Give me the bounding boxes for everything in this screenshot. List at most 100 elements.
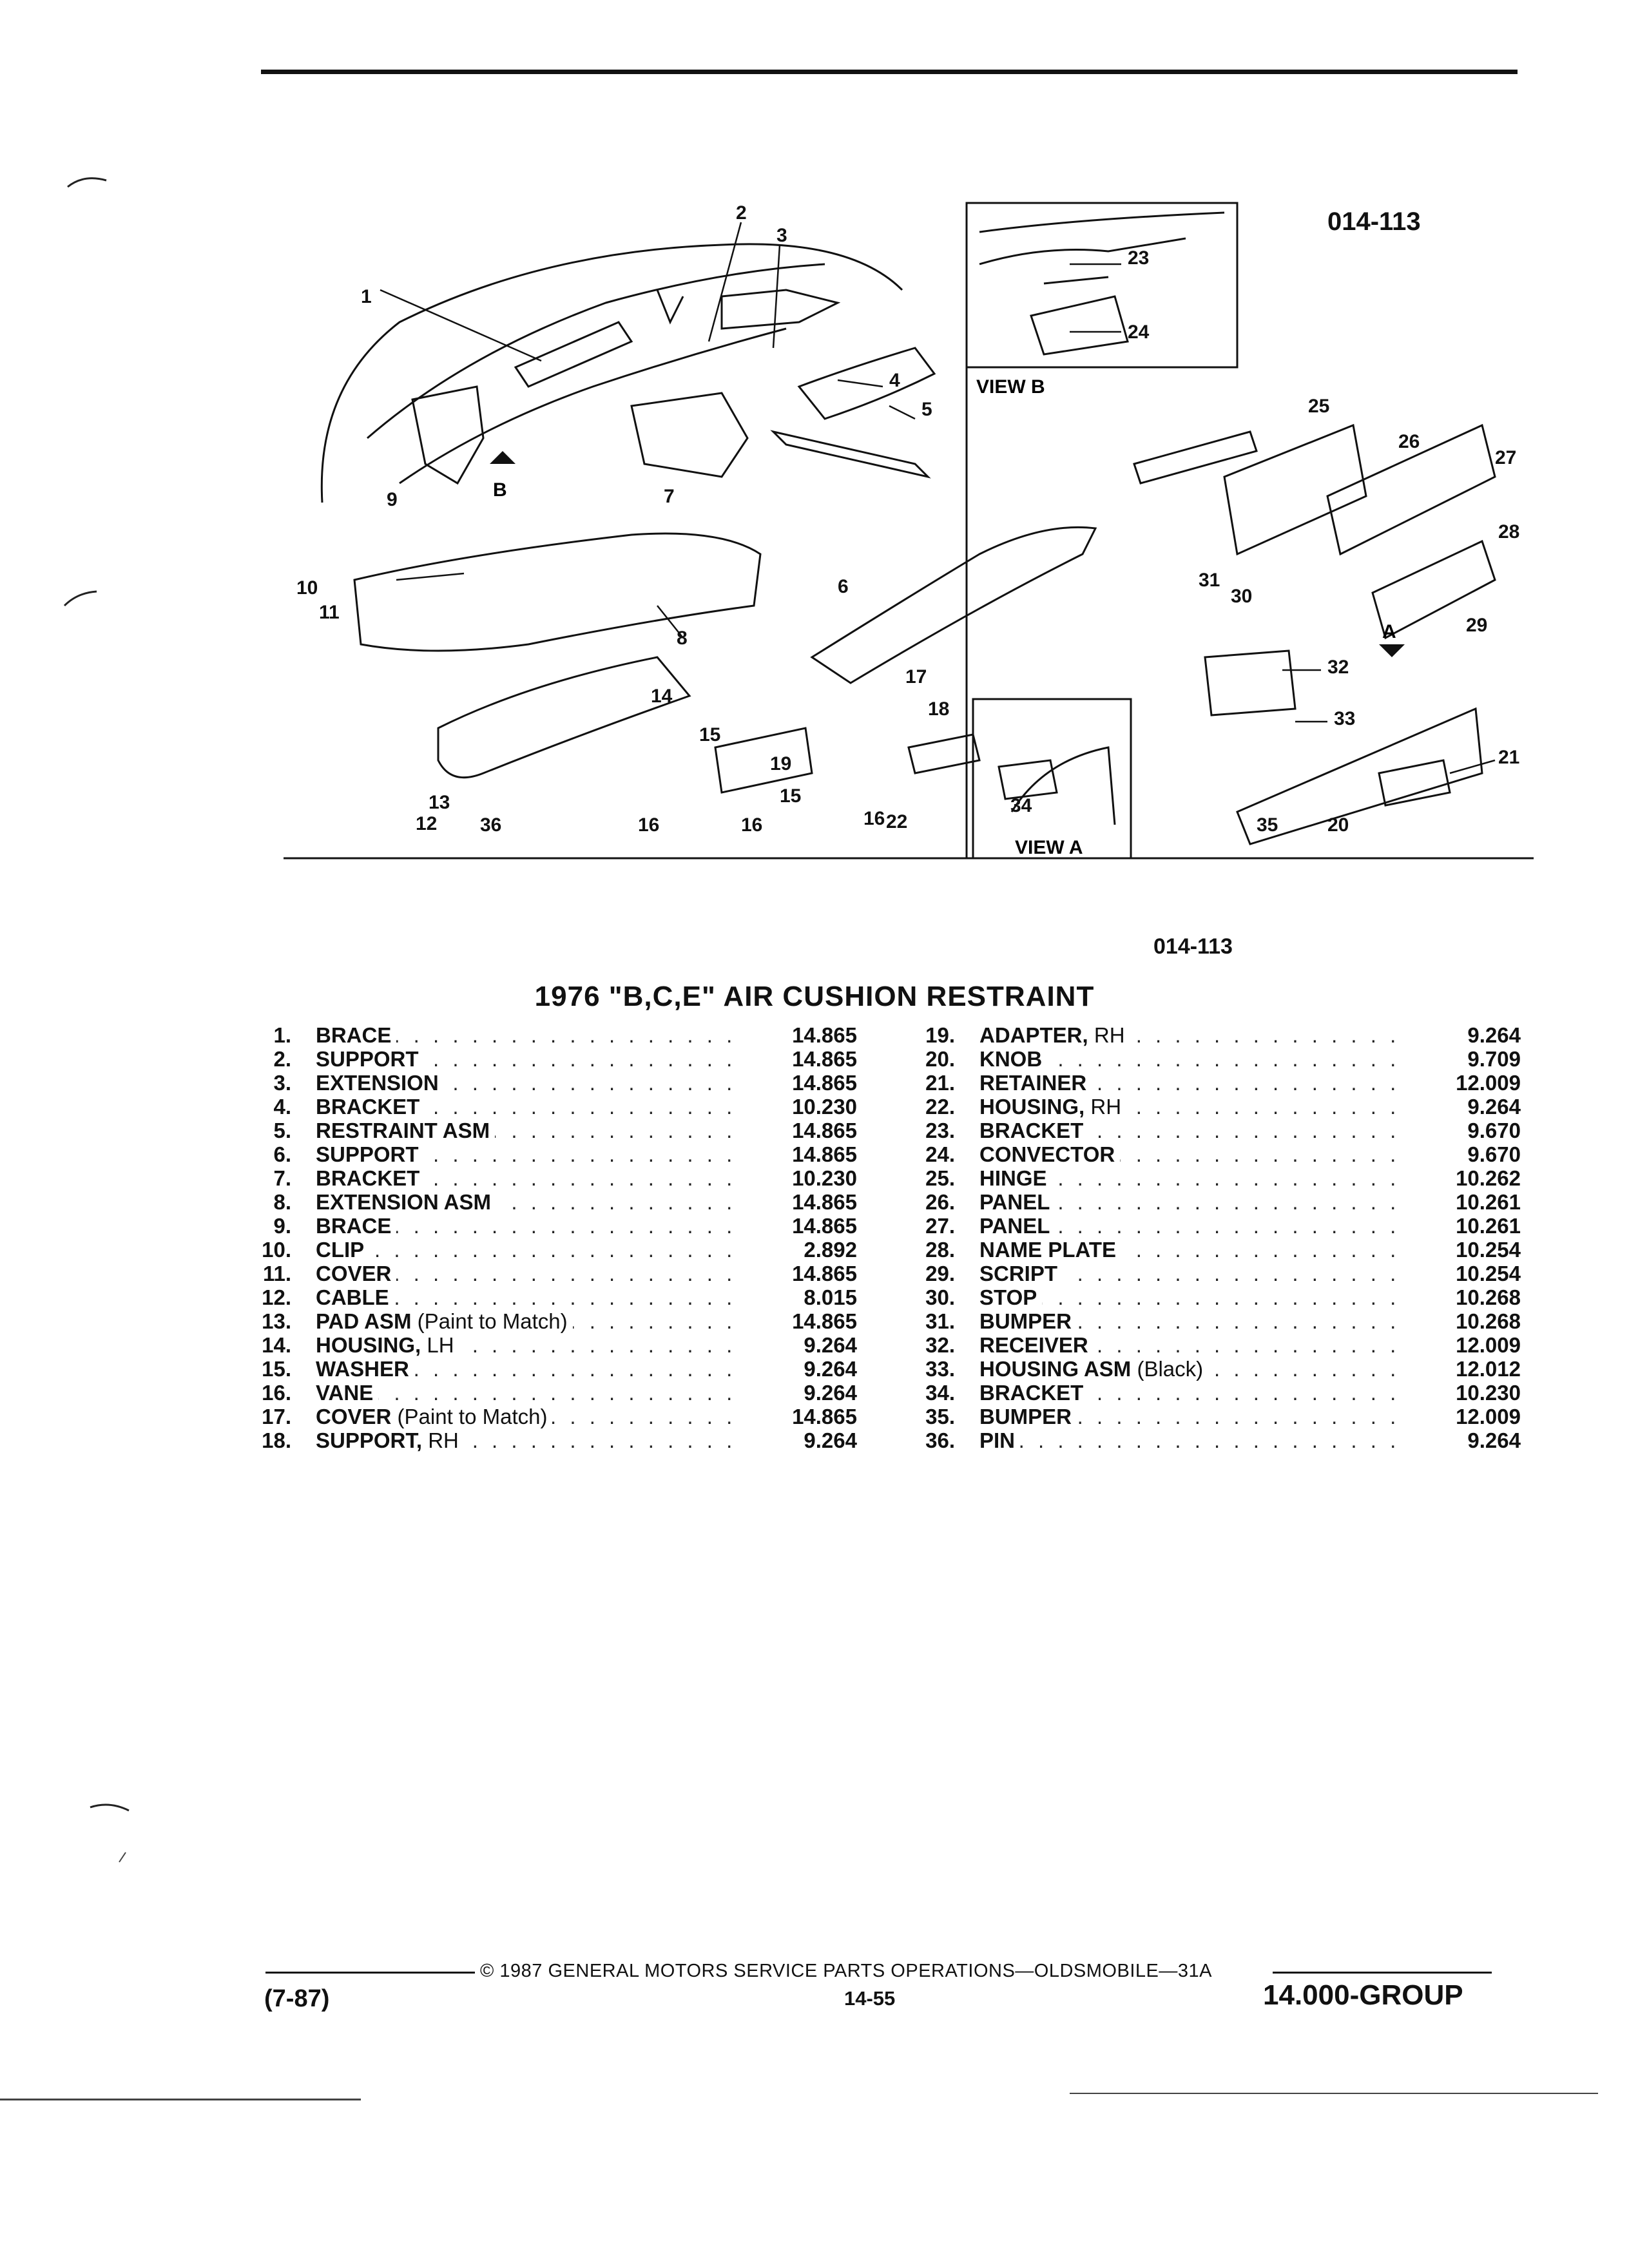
part-note: RH bbox=[1094, 1023, 1125, 1047]
part-group-value: 10.261 bbox=[1456, 1190, 1521, 1214]
top-rule bbox=[261, 70, 1518, 74]
part-row: 13.. . . . . . . . . . . . . . . . . . .… bbox=[245, 1309, 857, 1333]
part-note: RH bbox=[428, 1428, 459, 1452]
part-row: 20.. . . . . . . . . . . . . . . . . . .… bbox=[909, 1047, 1521, 1071]
part-row: 12.. . . . . . . . . . . . . . . . . . .… bbox=[245, 1285, 857, 1309]
lower-housing bbox=[1236, 707, 1483, 845]
part-row: 2.. . . . . . . . . . . . . . . . . . . … bbox=[245, 1047, 857, 1071]
figure-code-top: 014-113 bbox=[1327, 207, 1421, 236]
svg-text:22: 22 bbox=[886, 811, 907, 832]
part-name: BRACE bbox=[316, 1214, 392, 1238]
svg-text:26: 26 bbox=[1398, 431, 1420, 452]
part-name: CABLE bbox=[316, 1285, 389, 1309]
part-name: BRACKET bbox=[979, 1119, 1084, 1142]
part-row: 31.. . . . . . . . . . . . . . . . . . .… bbox=[909, 1309, 1521, 1333]
part-note: RH bbox=[1090, 1095, 1122, 1119]
part-name: SCRIPT bbox=[979, 1262, 1058, 1285]
part-row: 36.. . . . . . . . . . . . . . . . . . .… bbox=[909, 1428, 1521, 1452]
part-row: 6.. . . . . . . . . . . . . . . . . . . … bbox=[245, 1142, 857, 1166]
part-row: 14.. . . . . . . . . . . . . . . . . . .… bbox=[245, 1333, 857, 1357]
part-row: 19.. . . . . . . . . . . . . . . . . . .… bbox=[909, 1023, 1521, 1047]
part-number: 12. bbox=[262, 1285, 291, 1309]
part-row: 3.. . . . . . . . . . . . . . . . . . . … bbox=[245, 1071, 857, 1095]
extension-asm bbox=[630, 392, 749, 478]
part-row: 29.. . . . . . . . . . . . . . . . . . .… bbox=[909, 1262, 1521, 1285]
part-row: 25.. . . . . . . . . . . . . . . . . . .… bbox=[909, 1166, 1521, 1190]
part-row: 8.. . . . . . . . . . . . . . . . . . . … bbox=[245, 1190, 857, 1214]
part-group-value: 9.264 bbox=[1467, 1095, 1521, 1119]
part-number: 18. bbox=[262, 1428, 291, 1452]
part-group-value: 10.230 bbox=[792, 1095, 857, 1119]
part-name: PANEL bbox=[979, 1214, 1050, 1238]
part-name: SUPPORT, bbox=[316, 1428, 423, 1452]
svg-text:1: 1 bbox=[361, 286, 372, 307]
part-group-value: 14.865 bbox=[792, 1119, 857, 1142]
svg-text:5: 5 bbox=[921, 399, 932, 420]
part-name: RETAINER bbox=[979, 1071, 1087, 1095]
part-name: PAD ASM bbox=[316, 1309, 412, 1333]
part-group-value: 12.012 bbox=[1456, 1357, 1521, 1381]
part-number: 26. bbox=[925, 1190, 955, 1214]
part-number: 28. bbox=[925, 1238, 955, 1262]
part-group-value: 9.264 bbox=[804, 1381, 857, 1405]
part-number: 2. bbox=[273, 1047, 291, 1071]
part-name: PIN bbox=[979, 1428, 1016, 1452]
part-row: 16.. . . . . . . . . . . . . . . . . . .… bbox=[245, 1381, 857, 1405]
part-group-value: 14.865 bbox=[792, 1262, 857, 1285]
part-group-value: 9.264 bbox=[804, 1333, 857, 1357]
footer-rule-left bbox=[265, 1972, 475, 1974]
housing-lh bbox=[714, 727, 813, 794]
convector bbox=[1030, 295, 1129, 356]
svg-text:19: 19 bbox=[770, 753, 791, 774]
svg-text:20: 20 bbox=[1327, 814, 1349, 836]
part-row: 15.. . . . . . . . . . . . . . . . . . .… bbox=[245, 1357, 857, 1381]
svg-text:18: 18 bbox=[928, 698, 949, 720]
svg-text:16: 16 bbox=[863, 808, 885, 829]
part-row: 34.. . . . . . . . . . . . . . . . . . .… bbox=[909, 1381, 1521, 1405]
part-name: ADAPTER, bbox=[979, 1023, 1088, 1047]
part-note: LH bbox=[427, 1333, 454, 1357]
vent-outline bbox=[514, 321, 633, 388]
arrow-b bbox=[490, 451, 516, 464]
part-name: KNOB bbox=[979, 1047, 1043, 1071]
part-row: 22.. . . . . . . . . . . . . . . . . . .… bbox=[909, 1095, 1521, 1119]
part-number: 16. bbox=[262, 1381, 291, 1405]
group-label: 14.000-GROUP bbox=[1263, 1979, 1463, 2011]
part-number: 22. bbox=[925, 1095, 955, 1119]
figure-code-mid: 014-113 bbox=[1153, 934, 1233, 959]
retainer bbox=[1378, 759, 1451, 807]
part-number: 33. bbox=[925, 1357, 955, 1381]
part-row: 30.. . . . . . . . . . . . . . . . . . .… bbox=[909, 1285, 1521, 1309]
part-row: 1.. . . . . . . . . . . . . . . . . . . … bbox=[245, 1023, 857, 1047]
part-name: EXTENSION bbox=[316, 1071, 439, 1095]
part-name: WASHER bbox=[316, 1357, 409, 1381]
part-number: 32. bbox=[925, 1333, 955, 1357]
restraint-asm bbox=[797, 347, 936, 420]
part-group-value: 10.230 bbox=[792, 1166, 857, 1190]
part-number: 30. bbox=[925, 1285, 955, 1309]
svg-text:21: 21 bbox=[1498, 747, 1519, 768]
part-row: 33.. . . . . . . . . . . . . . . . . . .… bbox=[909, 1357, 1521, 1381]
part-note: (Paint to Match) bbox=[397, 1405, 548, 1428]
svg-text:14: 14 bbox=[651, 686, 673, 707]
footer-date: (7-87) bbox=[264, 1985, 330, 2012]
part-number: 29. bbox=[925, 1262, 955, 1285]
hinge bbox=[1133, 430, 1258, 485]
part-row: 9.. . . . . . . . . . . . . . . . . . . … bbox=[245, 1214, 857, 1238]
part-number: 19. bbox=[925, 1023, 955, 1047]
svg-text:23: 23 bbox=[1128, 247, 1149, 269]
part-name: STOP bbox=[979, 1285, 1037, 1309]
svg-text:31: 31 bbox=[1199, 570, 1220, 591]
view-b-label: VIEW B bbox=[976, 376, 1045, 398]
part-name: SUPPORT bbox=[316, 1047, 419, 1071]
part-name: BRACKET bbox=[316, 1095, 420, 1119]
part-number: 20. bbox=[925, 1047, 955, 1071]
part-name: CONVECTOR bbox=[979, 1142, 1115, 1166]
part-group-value: 10.262 bbox=[1456, 1166, 1521, 1190]
part-group-value: 14.865 bbox=[792, 1047, 857, 1071]
part-group-value: 14.865 bbox=[792, 1142, 857, 1166]
part-number: 36. bbox=[925, 1428, 955, 1452]
svg-text:30: 30 bbox=[1231, 586, 1252, 607]
support-part bbox=[770, 430, 931, 479]
part-number: 1. bbox=[273, 1023, 291, 1047]
